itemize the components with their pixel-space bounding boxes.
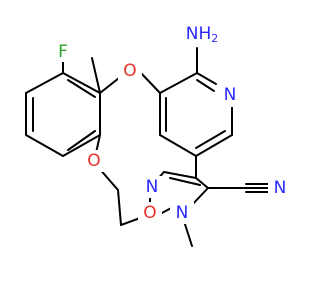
bond: [91, 57, 101, 94]
pyrazole-nitrogen-label-1: N: [146, 177, 159, 197]
pyridine-nitrogen-label: N: [224, 85, 237, 105]
bond: [159, 72, 198, 94]
pyrazole-nitrogen-label-2: N: [176, 203, 189, 223]
nitrile-nitrogen-label: N: [274, 178, 287, 198]
molecule-structure-diagram: F O O O NH2 N N N N: [25, 24, 292, 247]
bond: [62, 72, 101, 94]
bond: [99, 77, 120, 94]
amino-group-label: NH2: [186, 24, 219, 45]
ether-oxygen-label-2: O: [87, 151, 100, 171]
bond: [196, 79, 215, 92]
bond: [25, 72, 64, 94]
bond: [62, 134, 101, 157]
bond: [25, 134, 64, 157]
fluorine-atom-label: F: [58, 42, 68, 62]
amino-nh-text: NH: [186, 24, 212, 44]
bond: [195, 177, 209, 189]
ether-oxygen-label-1: O: [123, 61, 136, 81]
amino-subscript: 2: [211, 32, 218, 45]
atom-labels: F O O O NH2 N N N N: [50, 24, 292, 224]
bond: [195, 130, 226, 149]
bond: [169, 177, 201, 186]
bond: [67, 130, 96, 151]
bond: [196, 72, 217, 85]
bond: [163, 171, 197, 179]
bond: [67, 79, 96, 98]
bond: [195, 134, 233, 157]
bond: [117, 189, 122, 226]
bond: [120, 217, 141, 226]
ether-oxygen-label-3: O: [143, 203, 156, 223]
bond: [159, 134, 197, 157]
bond: [140, 72, 161, 94]
